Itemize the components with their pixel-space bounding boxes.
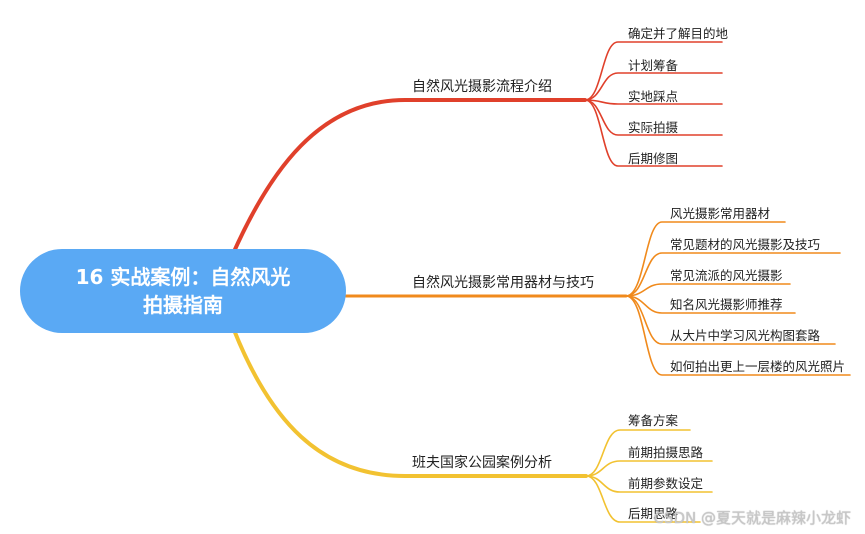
connector-banff-leaf-1 xyxy=(585,429,691,477)
connector-workflow-leaf-1 xyxy=(584,41,723,101)
connector-equipment-leaf-2 xyxy=(625,252,841,297)
leaf-banff-3[interactable]: 前期参数设定 xyxy=(628,476,704,491)
connector-workflow-leaf-4 xyxy=(584,99,723,136)
connector-banff-leaf-4 xyxy=(585,475,701,523)
leaf-equipment-4[interactable]: 知名风光摄影师推荐 xyxy=(670,297,783,312)
root-title-line1: 16 实战案例：自然风光 xyxy=(75,265,291,289)
connector-equipment-leaf-3 xyxy=(625,283,791,297)
connector-equipment-leaf-6 xyxy=(625,295,851,376)
branch-equipment[interactable]: 自然风光摄影常用器材与技巧 xyxy=(412,275,594,291)
leaf-equipment-3[interactable]: 常见流派的风光摄影 xyxy=(670,268,783,283)
leaf-workflow-2[interactable]: 计划筹备 xyxy=(628,58,679,73)
root-title-line2: 拍摄指南 xyxy=(143,293,223,317)
connector-workflow-leaf-5 xyxy=(584,99,723,167)
leaf-banff-2[interactable]: 前期拍摄思路 xyxy=(628,445,704,460)
leaf-banff-1[interactable]: 筹备方案 xyxy=(628,413,679,428)
leaf-workflow-1[interactable]: 确定并了解目的地 xyxy=(628,26,729,41)
connector-root-branch-banff xyxy=(232,328,588,478)
connector-workflow-leaf-2 xyxy=(584,72,723,101)
connector-root-branch-workflow xyxy=(230,98,587,258)
root-node[interactable]: 16 实战案例：自然风光 拍摄指南 xyxy=(20,249,346,333)
leaf-equipment-1[interactable]: 风光摄影常用器材 xyxy=(670,206,771,221)
csdn-watermark: CSDN @夏天就是麻辣小龙虾 xyxy=(653,509,851,527)
connector-workflow-leaf-3 xyxy=(584,99,723,105)
leaf-workflow-3[interactable]: 实地踩点 xyxy=(628,89,679,104)
leaf-equipment-5[interactable]: 从大片中学习风光构图套路 xyxy=(670,328,821,343)
leaf-equipment-6[interactable]: 如何拍出更上一层楼的风光照片 xyxy=(670,359,846,374)
leaf-banff-4[interactable]: 后期思路 xyxy=(628,506,679,521)
leaf-workflow-5[interactable]: 后期修图 xyxy=(628,151,679,166)
leaf-workflow-4[interactable]: 实际拍摄 xyxy=(628,120,679,135)
branch-banff[interactable]: 班夫国家公园案例分析 xyxy=(412,455,552,471)
connector-equipment-leaf-1 xyxy=(625,221,786,297)
leaf-equipment-2[interactable]: 常见题材的风光摄影及技巧 xyxy=(670,237,821,252)
connector-banff-leaf-2 xyxy=(585,460,713,477)
branch-workflow[interactable]: 自然风光摄影流程介绍 xyxy=(412,79,552,95)
